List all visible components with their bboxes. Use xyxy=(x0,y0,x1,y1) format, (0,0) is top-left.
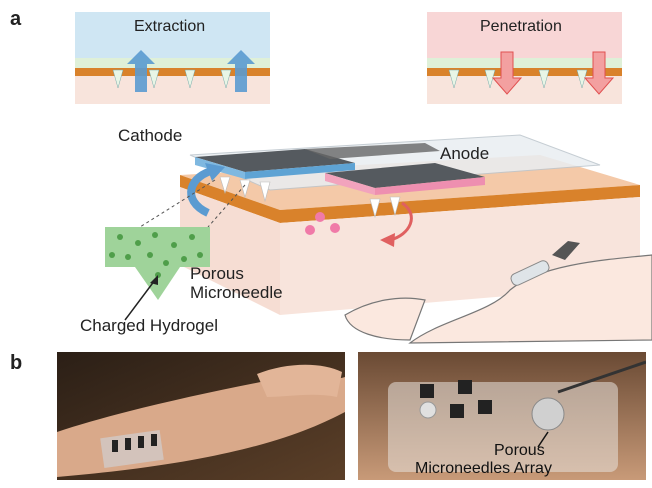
photo2-microneedle-disc xyxy=(532,398,564,430)
porous-label-line2: Microneedle xyxy=(190,283,283,303)
hydrogel-label: Charged Hydrogel xyxy=(80,316,218,336)
array-label-line2: Microneedles Array xyxy=(415,460,552,478)
extraction-title: Extraction xyxy=(134,18,205,36)
device-illustration xyxy=(80,115,652,345)
photo-wrist-patch xyxy=(57,352,345,480)
hydrogel-pointer-line xyxy=(125,280,155,320)
porous-label-line1: Porous xyxy=(190,264,244,284)
cathode-label: Cathode xyxy=(118,126,182,146)
anode-label: Anode xyxy=(440,144,489,164)
penetration-title: Penetration xyxy=(480,18,562,36)
photo2-pad-left xyxy=(420,402,436,418)
array-label-line1: Porous xyxy=(494,442,545,460)
inset-hydrogel-block xyxy=(105,227,210,267)
panel-b-letter: b xyxy=(10,352,22,375)
panel-a-letter: a xyxy=(10,8,21,31)
